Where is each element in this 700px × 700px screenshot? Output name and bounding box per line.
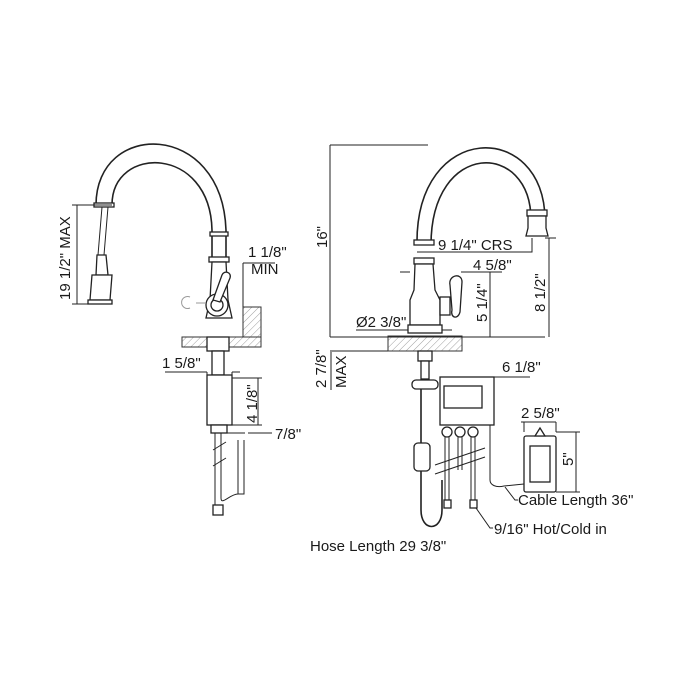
label-hose-length: Hose Length 29 3/8" — [310, 538, 446, 555]
dim-spout-height: 8 1/2" — [532, 273, 549, 312]
faucet-body — [409, 263, 441, 326]
dim-deck-max: 2 7/8" — [313, 349, 330, 388]
hose-fitting — [443, 499, 452, 509]
handle-swing-indicator — [181, 296, 206, 309]
dim-deck-min: 1 1/8" — [248, 244, 287, 261]
spout-ring — [209, 231, 229, 237]
dim-line-box-height — [232, 377, 262, 426]
dim-sensor-width: 2 5/8" — [521, 405, 560, 422]
spray-face — [87, 299, 113, 305]
pullout-hose — [97, 206, 109, 256]
break-lines — [434, 447, 486, 475]
side-view-faucet — [72, 143, 275, 516]
sensor-cable — [489, 425, 525, 488]
connector — [210, 424, 228, 434]
shank — [420, 360, 430, 380]
dim-line-reach — [417, 238, 533, 253]
pullout-hose — [420, 389, 443, 528]
dim-handle-offset: 4 5/8" — [473, 257, 512, 274]
spout-outer — [416, 147, 546, 246]
spout-inner — [111, 161, 213, 262]
label-cable-length: Cable Length 36" — [518, 492, 633, 509]
mount-nut — [417, 350, 433, 362]
spout-ring — [413, 257, 435, 265]
label-supply: 9/16" Hot/Cold in — [494, 521, 607, 538]
dim-pullout-max: 19 1/2" MAX — [57, 216, 74, 300]
base-escutcheon — [407, 324, 443, 334]
dim-line-sensor-height — [556, 431, 580, 493]
handle-base — [439, 296, 451, 316]
deck-edge — [242, 306, 262, 338]
lever-handle — [212, 271, 231, 303]
valve-outlet — [454, 426, 466, 438]
spout-ring — [526, 209, 548, 217]
dim-line-handle — [400, 271, 502, 337]
hose-fitting — [469, 499, 478, 509]
dim-line-deck-min — [242, 262, 275, 307]
valve-outlet — [441, 426, 453, 438]
mount-nut — [206, 336, 230, 352]
dim-sensor-height: 5" — [560, 452, 577, 466]
dim-base-diameter: Ø2 3/8" — [356, 314, 406, 331]
dim-reach: 9 1/4" CRS — [438, 237, 513, 254]
valve-outlet — [467, 426, 479, 438]
deck-section — [387, 335, 463, 352]
shank — [211, 350, 225, 376]
hose-weight — [413, 442, 431, 472]
spout-outer — [95, 143, 227, 262]
spout-ring — [413, 239, 435, 246]
supply-hose — [212, 433, 227, 505]
spray-head — [525, 215, 549, 237]
dim-line-height — [329, 144, 545, 338]
hose-weight-clip — [411, 379, 439, 390]
spout-ring — [208, 256, 230, 263]
battery-box-window — [529, 445, 551, 483]
front-view-faucet — [329, 144, 580, 529]
dim-deck-max-label: MAX — [333, 355, 350, 388]
dim-line-control-box — [493, 376, 530, 385]
dim-box-height: 4 1/8" — [244, 384, 261, 423]
battery-box-hook — [533, 426, 547, 437]
spray-head — [89, 274, 113, 301]
dim-line-spout-height — [545, 237, 556, 337]
dim-control-box-width: 6 1/8" — [502, 359, 541, 376]
leader-supply — [475, 507, 493, 529]
dim-handle-height: 5 1/4" — [474, 283, 491, 322]
dim-line-pullout — [72, 204, 112, 305]
supply-hoses — [444, 437, 476, 500]
spout-inner — [430, 162, 532, 246]
dim-line-shank — [165, 371, 240, 378]
lever-handle — [449, 275, 463, 318]
leader-cable — [504, 486, 518, 501]
spray-neck — [95, 254, 109, 276]
dim-line-sensor-width — [521, 421, 557, 432]
valve-box — [206, 374, 233, 426]
dim-shank-diameter: 1 5/8" — [162, 355, 201, 372]
hose-bracket — [220, 440, 245, 502]
control-box-panel — [443, 385, 483, 409]
dim-deck-min-label: MIN — [251, 261, 279, 278]
dim-box-width: 7/8" — [275, 426, 301, 443]
hose-fitting — [212, 504, 224, 516]
dim-total-height: 16" — [314, 226, 331, 248]
